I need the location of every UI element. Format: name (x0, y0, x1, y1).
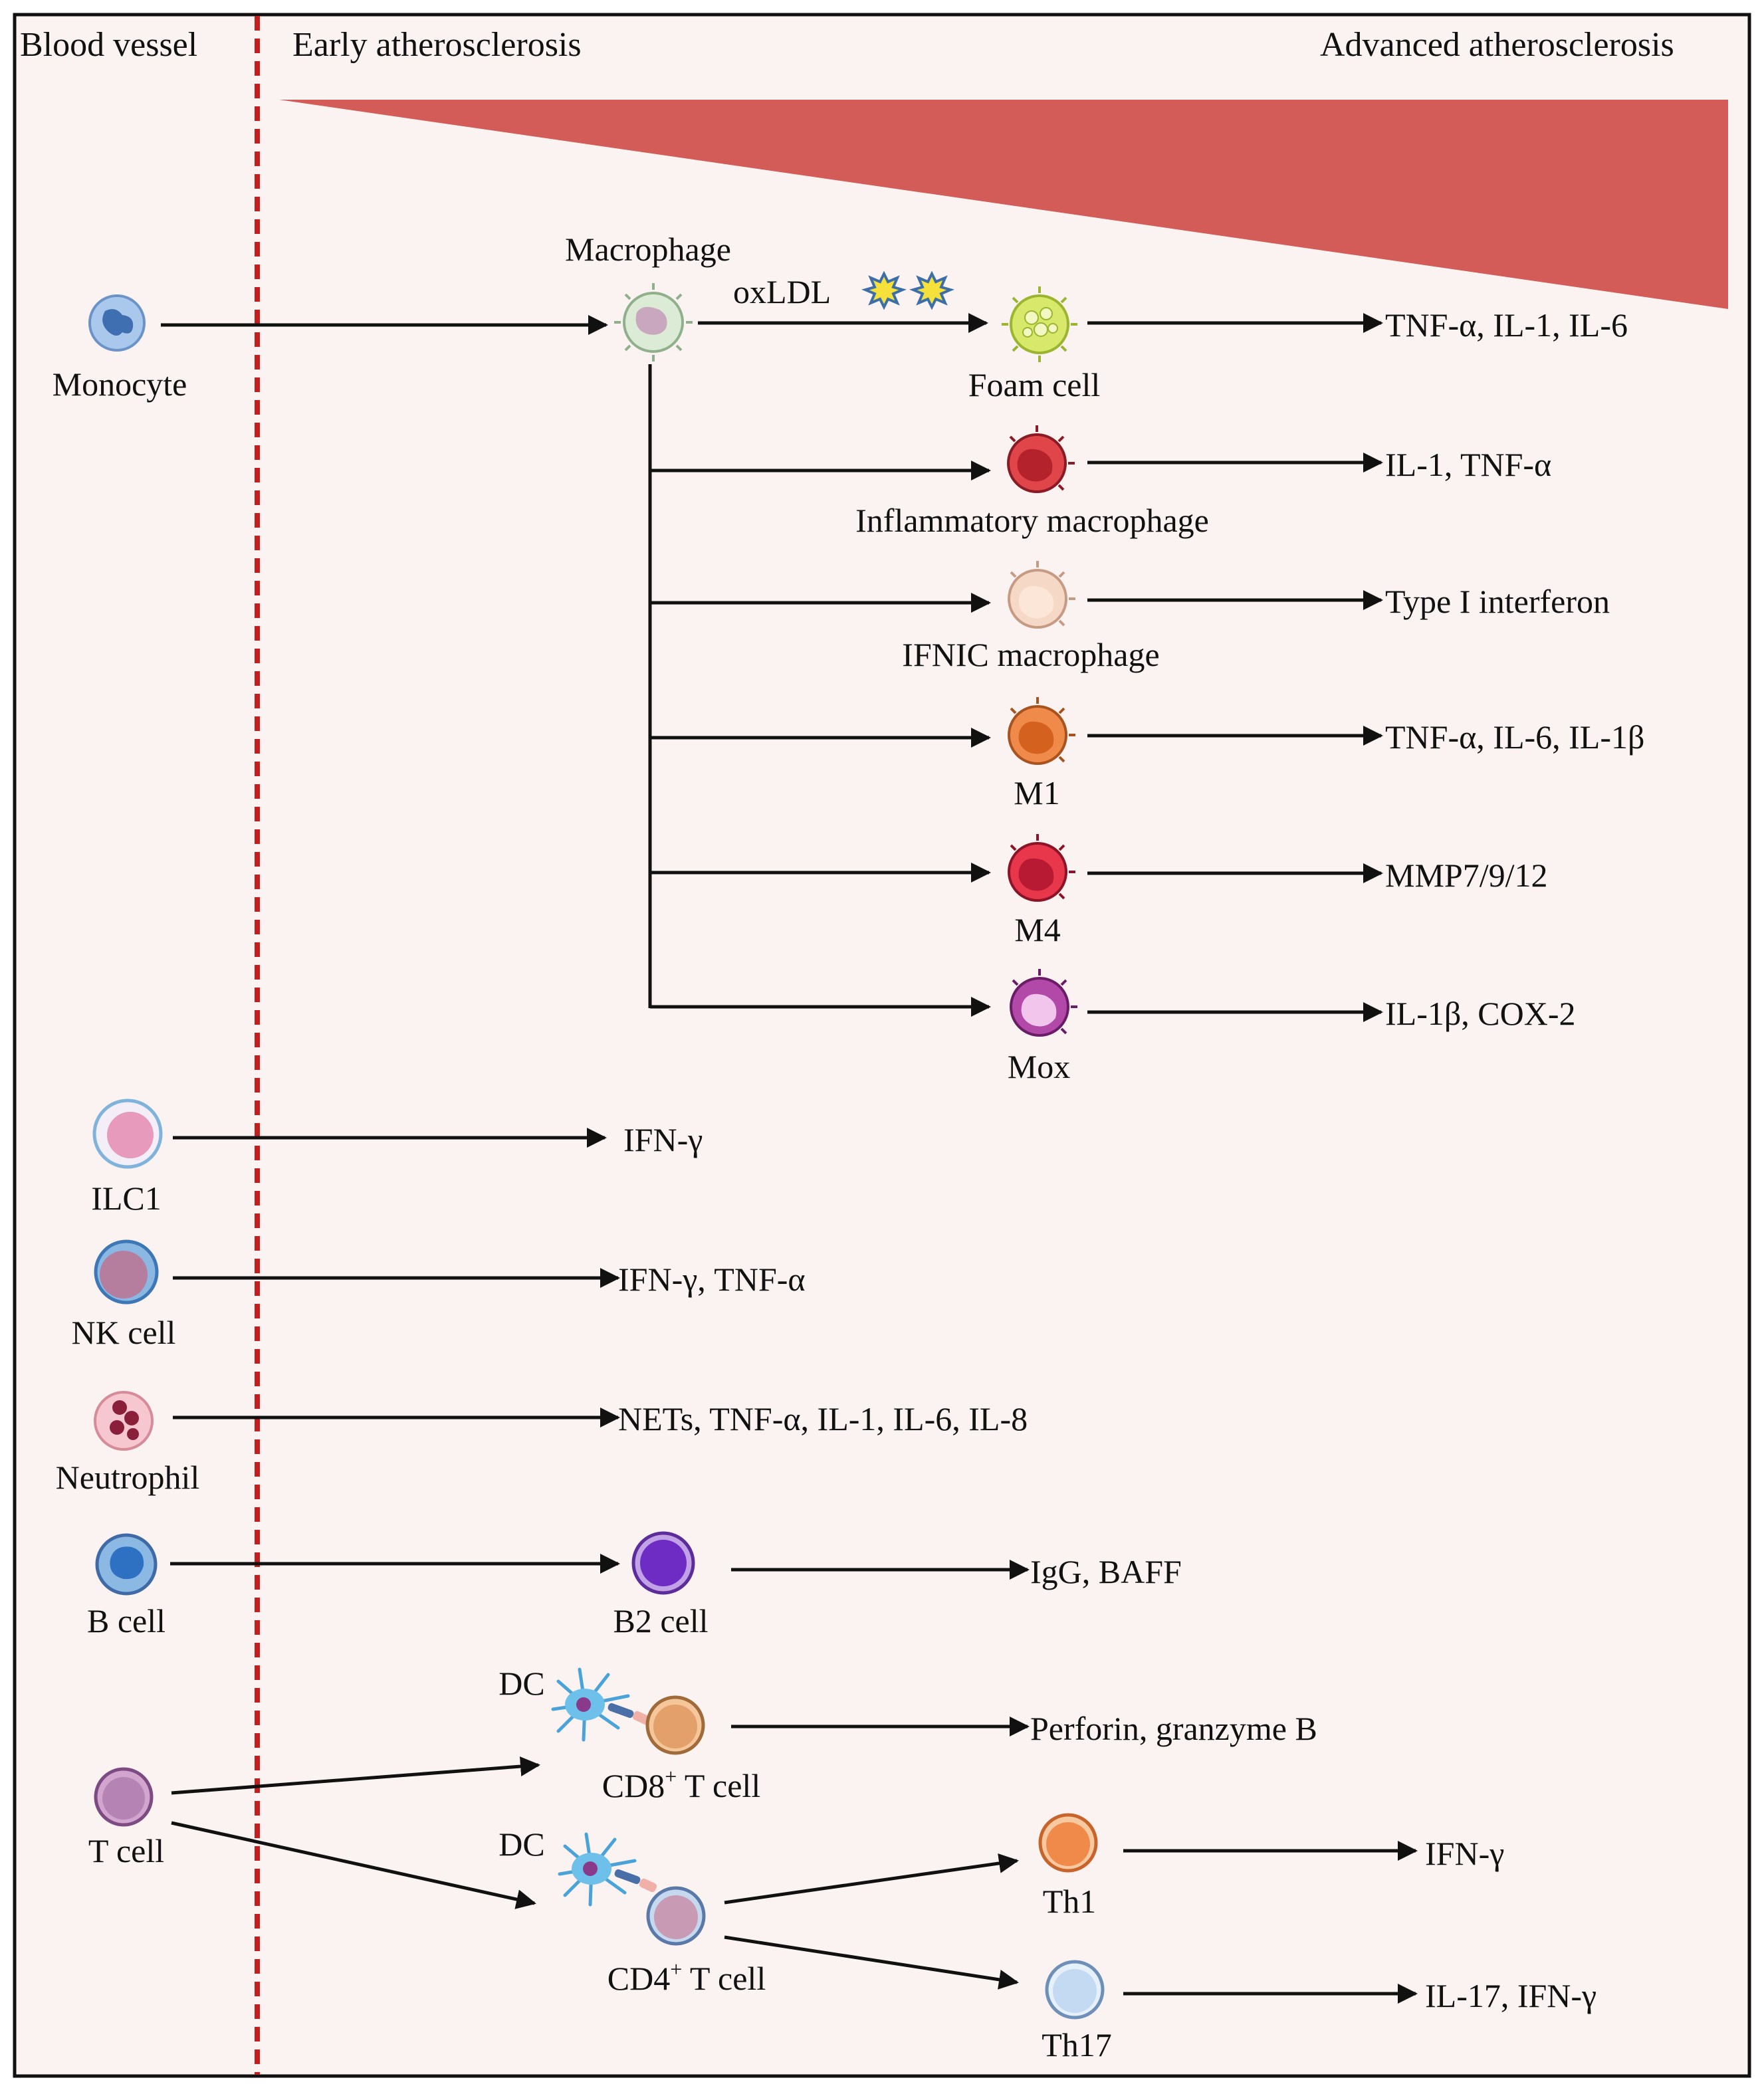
arrow-tcell-to-cd8 (171, 1756, 540, 1795)
nk-cell-label: NK cell (71, 1314, 176, 1351)
th17-cell-icon (1045, 1960, 1105, 2020)
m1-output-label: TNF-α, IL-6, IL-1β (1385, 718, 1645, 756)
ifnic-macrophage-icon (1008, 561, 1075, 629)
oxldl-particle-icon (861, 270, 954, 310)
foam-cell-icon (1002, 286, 1077, 362)
ilc1-label: ILC1 (91, 1180, 162, 1217)
t-cell-icon (94, 1767, 154, 1827)
t-cell-label: T cell (88, 1832, 165, 1869)
dc-label-1: DC (498, 1665, 545, 1702)
mox-output-label: IL-1β, COX-2 (1385, 995, 1576, 1032)
b2-cell-icon (631, 1531, 695, 1595)
header-blood-vessel: Blood vessel (20, 26, 198, 64)
foam-output-label: TNF-α, IL-1, IL-6 (1385, 306, 1628, 344)
m4-label: M4 (1014, 911, 1061, 948)
foam-cell-label: Foam cell (968, 366, 1101, 403)
arrow-tcell-to-cd4 (171, 1821, 536, 1909)
dc-label-2: DC (498, 1826, 545, 1863)
neutrophil-icon (94, 1391, 154, 1451)
arrow-cd4-to-th1 (724, 1853, 1019, 1905)
nk-output-label: IFN-γ, TNF-α (618, 1261, 806, 1298)
neutrophil-output-label: NETs, TNF-α, IL-1, IL-6, IL-8 (618, 1400, 1028, 1437)
mox-macrophage-icon (1010, 969, 1077, 1037)
diagram-background (13, 13, 1751, 2078)
macrophage-label: Macrophage (565, 231, 731, 268)
header-early-atherosclerosis: Early atherosclerosis (292, 26, 582, 64)
macrophage-icon (614, 283, 693, 362)
neutrophil-label: Neutrophil (55, 1459, 200, 1496)
th1-output-label: IFN-γ (1425, 1835, 1505, 1872)
th1-cell-icon (1038, 1813, 1098, 1873)
m4-macrophage-icon (1008, 834, 1075, 902)
cd8-t-cell-icon (632, 1695, 705, 1755)
b2-cell-label: B2 cell (613, 1602, 709, 1639)
dendritic-cell-icon (558, 1832, 641, 1907)
inflammatory-macrophage-icon (1007, 425, 1075, 493)
arrow-cd4-to-th17 (724, 1935, 1019, 1990)
monocyte-icon (88, 294, 146, 352)
inflammatory-output-label: IL-1, TNF-α (1385, 446, 1552, 483)
ifnic-output-label: Type I interferon (1385, 583, 1610, 620)
mox-label: Mox (1007, 1048, 1071, 1085)
dendritic-cell-icon (551, 1667, 634, 1742)
cd4-t-cell-label: CD4+ T cell (607, 1957, 766, 1997)
m4-output-label: MMP7/9/12 (1385, 857, 1548, 894)
cd4-t-cell-icon (639, 1878, 706, 1946)
inflammatory-macrophage-label: Inflammatory macrophage (855, 502, 1209, 539)
th17-output-label: IL-17, IFN-γ (1425, 1977, 1597, 2014)
ifnic-macrophage-label: IFNIC macrophage (902, 636, 1160, 673)
th17-label: Th17 (1042, 2026, 1112, 2063)
m1-macrophage-icon (1008, 697, 1075, 765)
monocyte-label: Monocyte (52, 366, 187, 403)
m1-label: M1 (1014, 774, 1060, 811)
ilc1-output-label: IFN-γ (623, 1121, 703, 1158)
oxldl-label: oxLDL (733, 273, 831, 310)
ilc1-icon (92, 1099, 163, 1169)
b-cell-icon (95, 1533, 158, 1596)
cd8-t-cell-label: CD8+ T cell (602, 1764, 761, 1804)
b2-output-label: IgG, BAFF (1030, 1553, 1182, 1590)
cd8-output-label: Perforin, granzyme B (1030, 1710, 1317, 1747)
th1-label: Th1 (1042, 1883, 1097, 1920)
nk-cell-icon (94, 1239, 159, 1305)
severity-gradient-wedge (279, 100, 1728, 309)
header-advanced-atherosclerosis: Advanced atherosclerosis (1320, 26, 1674, 64)
b-cell-label: B cell (86, 1602, 166, 1639)
